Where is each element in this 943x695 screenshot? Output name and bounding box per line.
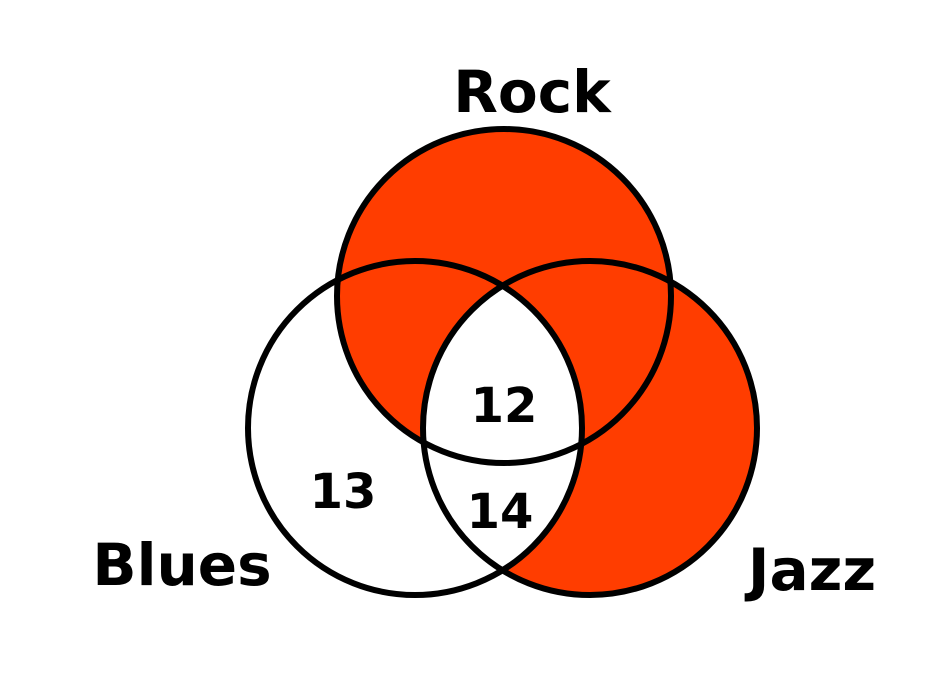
- rock-circle: [334, 126, 674, 466]
- jazz-circle: [420, 258, 760, 598]
- rock-label: Rock: [453, 58, 612, 126]
- rock-blues-jazz-value: 12: [471, 378, 538, 434]
- blues-label: Blues: [92, 531, 271, 599]
- blues-jazz-intersection-fill: [423, 261, 582, 595]
- blues-only-value: 13: [310, 464, 377, 520]
- jazz-label: Jazz: [744, 536, 876, 604]
- blues-jazz-value: 14: [467, 484, 534, 540]
- blues-circle: [245, 258, 585, 598]
